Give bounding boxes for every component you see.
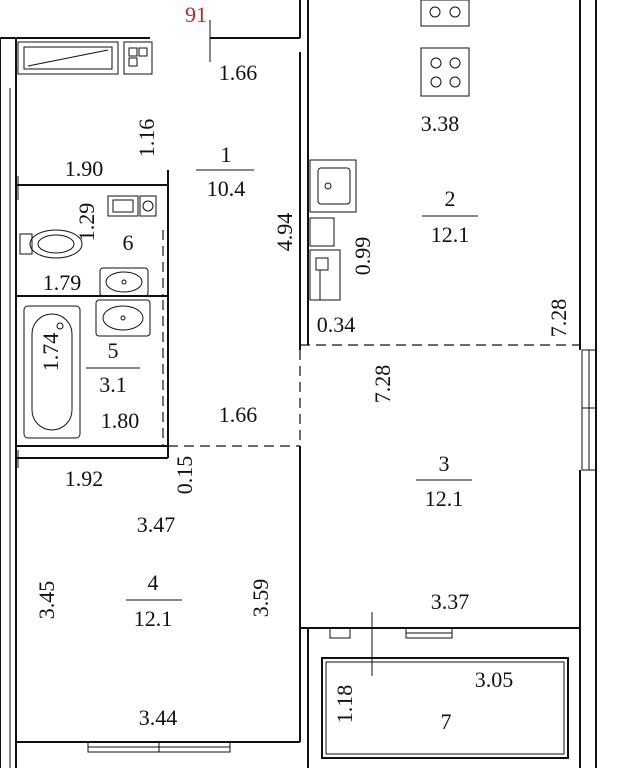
room-1-area: 10.4 [207,176,246,201]
dim-hall-top: 1.66 [219,60,258,85]
zone-boundaries [162,230,580,447]
room-3-area: 12.1 [425,486,464,511]
dim-kitchen-top: 3.38 [421,111,460,136]
washing-machine-icon [17,41,153,75]
dim-room4-right: 3.59 [248,579,273,618]
boiler-icon [107,195,157,217]
dim-room4-bottom: 3.44 [139,705,178,730]
walls [0,0,597,768]
boiler-icon [309,217,341,301]
room-2-number: 2 [445,186,456,211]
window-icon [329,627,453,639]
marker-number: 91 [185,2,207,27]
room-4-area: 12.1 [134,606,173,631]
room-5-area: 3.1 [99,372,127,397]
stove-icon [420,47,470,97]
dim-room3-left: 7.28 [370,365,395,404]
dim-hall-bottom: 1.66 [219,402,258,427]
dim-kitchen-niche-w: 0.34 [317,312,356,337]
window-icon [581,349,597,471]
sink-icon [99,267,149,297]
room-3-number: 3 [439,451,450,476]
room-5-number: 5 [108,338,119,363]
balcony [321,612,569,759]
sink-icon [309,159,357,213]
dim-bath-bottom: 1.80 [101,408,140,433]
room-2-area: 12.1 [431,222,470,247]
dim-wc-top: 1.90 [65,156,104,181]
window-icon [87,741,231,753]
dim-bath-height: 1.74 [38,333,63,372]
dim-room4-left: 3.45 [34,581,59,620]
room-7-number: 7 [441,709,452,734]
dim-balcony-w: 3.05 [475,667,514,692]
dim-hall-left: 1.16 [134,119,159,158]
dim-wc-bottom: 1.79 [43,270,82,295]
dim-balcony-h: 1.18 [332,685,357,724]
dim-room4-top: 3.47 [137,512,176,537]
dim-kitchen-niche-h: 0.99 [350,237,375,276]
dim-hall-right: 4.94 [272,213,297,252]
room-1-number: 1 [221,142,232,167]
stove-icon [420,0,470,27]
dim-room4-gap: 0.15 [172,456,197,495]
dim-wc-side: 1.29 [74,203,99,242]
sink-icon [95,299,151,337]
dim-kitchen-right: 7.28 [546,299,571,338]
room-6-number: 6 [123,230,134,255]
bathtub-icon [23,305,81,439]
room-4-number: 4 [148,570,159,595]
dim-room4-top-left: 1.92 [65,466,104,491]
dim-room3-bottom: 3.37 [431,589,470,614]
door-icon [17,20,211,468]
toilet-icon [19,229,83,259]
